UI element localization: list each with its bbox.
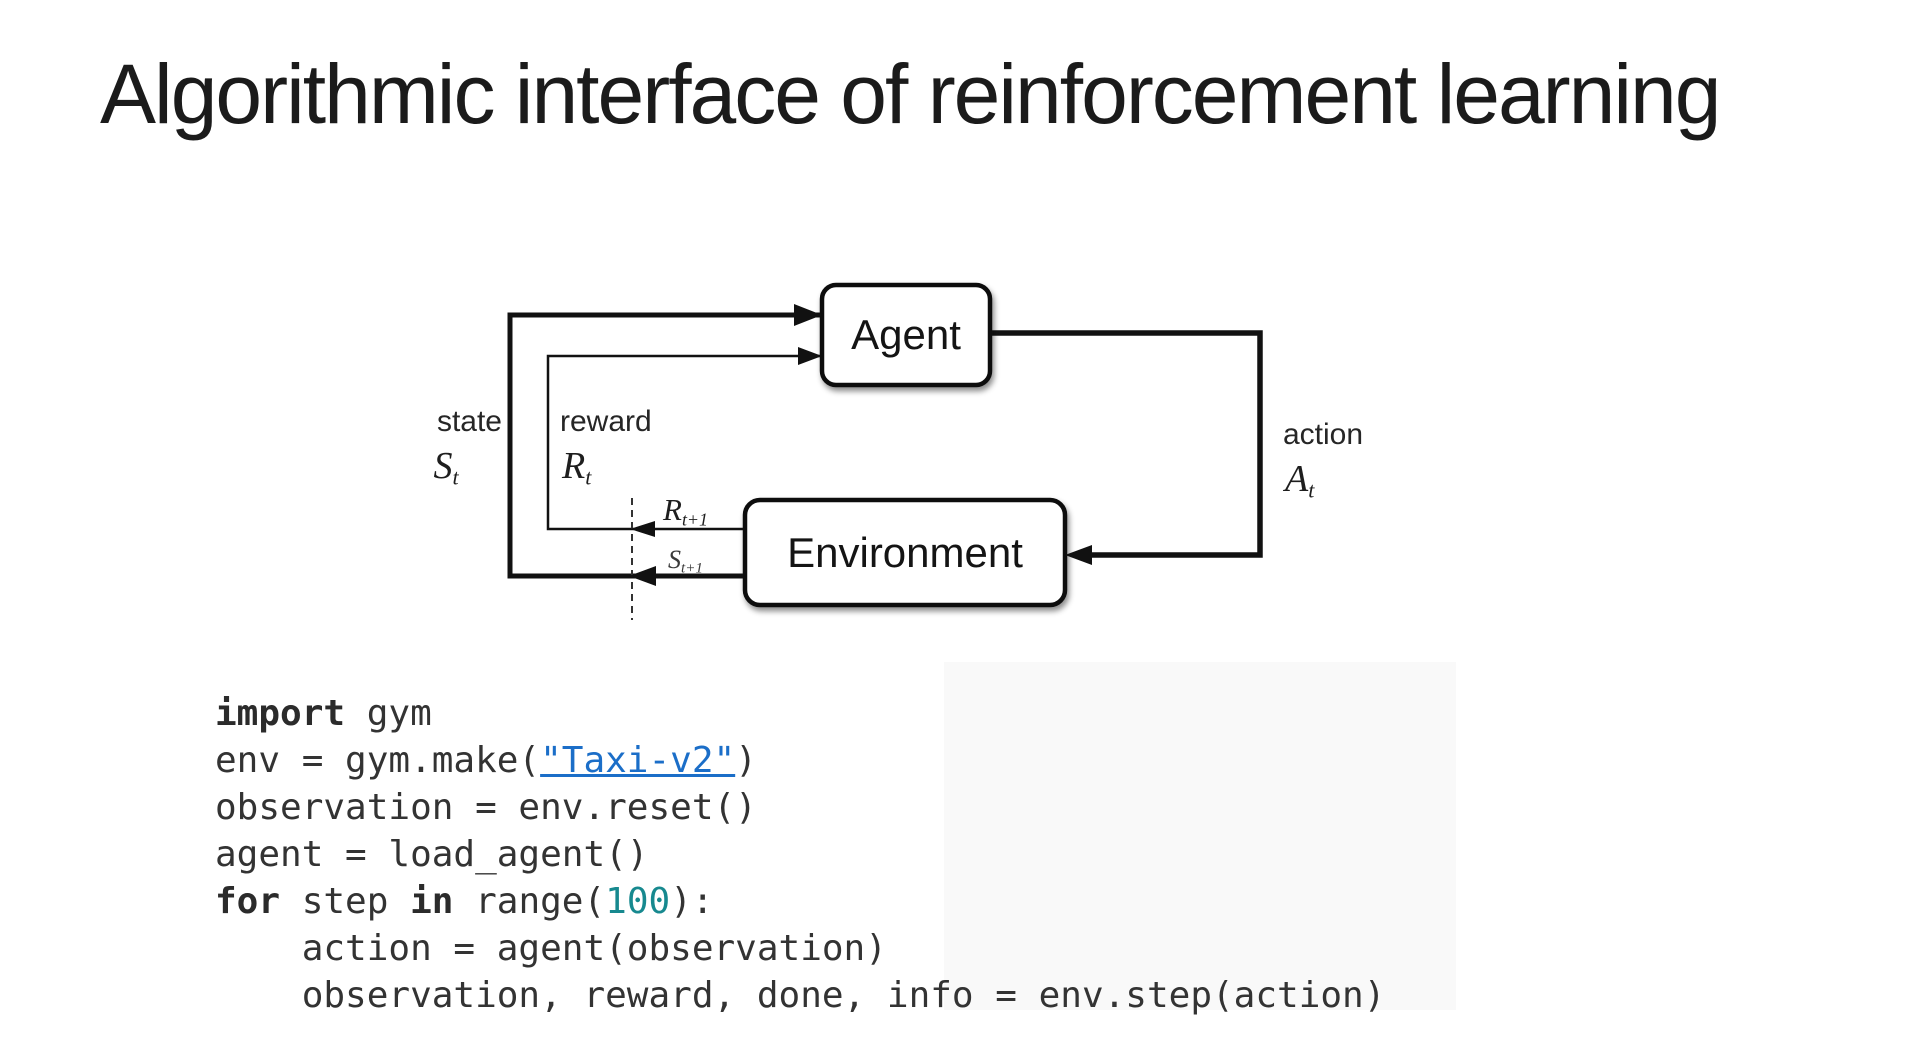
next-reward-arrowhead — [630, 521, 655, 537]
next-state-arrowhead — [629, 566, 656, 586]
code-token: env = gym.make( — [215, 740, 541, 781]
code-token: range( — [453, 881, 606, 922]
code-line: agent = load_agent() — [215, 831, 1385, 878]
agent-box — [819, 282, 993, 388]
next-reward-symbol-subscript: t+1 — [681, 509, 709, 530]
action-symbol-letter: A — [1285, 458, 1309, 500]
rl-diagram: Agent Environment state St reward Rt act… — [400, 215, 1400, 645]
taxi-v2-link[interactable]: "Taxi-v2" — [540, 740, 736, 781]
code-token: action = agent(observation) — [215, 928, 887, 969]
code-line: env = gym.make("Taxi-v2") — [215, 737, 1385, 784]
environment-box-label: Environment — [787, 528, 1023, 576]
reward-arrowhead-into-agent — [798, 347, 822, 365]
action-symbol-subscript: t — [1308, 477, 1315, 503]
next-state-symbol-letter: S — [668, 545, 681, 574]
state-symbol-subscript: t — [452, 464, 459, 490]
environment-box — [742, 497, 1068, 608]
state-label: state — [436, 405, 502, 438]
slide-title: Algorithmic interface of reinforcement l… — [100, 47, 1721, 141]
background-artifact — [944, 662, 1456, 1010]
code-token: import — [215, 693, 346, 734]
rl-diagram-graphic — [507, 282, 1263, 620]
state-loop-line — [507, 312, 822, 579]
reward-symbol: Rt — [562, 447, 591, 489]
code-token: observation, reward, done, info = env.st… — [215, 975, 1386, 1016]
code-token: agent = load_agent() — [215, 834, 649, 875]
action-label: action — [1283, 418, 1364, 451]
reward-label: reward — [560, 405, 652, 438]
state-symbol-letter: S — [433, 445, 453, 487]
code-line: for step in range(100): — [215, 878, 1385, 925]
code-token: for — [215, 881, 281, 922]
code-line: observation, reward, done, info = env.st… — [215, 972, 1386, 1019]
state-symbol: St — [390, 447, 502, 489]
reward-symbol-subscript: t — [585, 464, 592, 490]
code-token: 100 — [605, 881, 671, 922]
code-token: ) — [735, 740, 757, 781]
code-token: ): — [670, 881, 714, 922]
next-reward-symbol: Rt+1 — [663, 494, 708, 528]
code-token: in — [410, 881, 454, 922]
code-line: action = agent(observation) — [215, 925, 1385, 972]
code-token: gym — [345, 693, 432, 734]
action-loop-line — [990, 330, 1263, 558]
next-state-symbol-subscript: t+1 — [681, 560, 703, 577]
code-token: step — [280, 881, 411, 922]
next-state-symbol: St+1 — [668, 547, 703, 577]
state-arrowhead-into-agent — [794, 304, 822, 326]
action-symbol: At — [1285, 460, 1314, 502]
code-line: observation = env.reset() — [215, 784, 1385, 831]
agent-box-label: Agent — [851, 311, 961, 358]
code-line: import gym — [215, 690, 1385, 737]
action-arrowhead-into-environment — [1065, 545, 1092, 565]
code-token: observation = env.reset() — [215, 787, 757, 828]
reward-symbol-letter: R — [562, 445, 586, 487]
next-reward-symbol-letter: R — [663, 492, 682, 527]
